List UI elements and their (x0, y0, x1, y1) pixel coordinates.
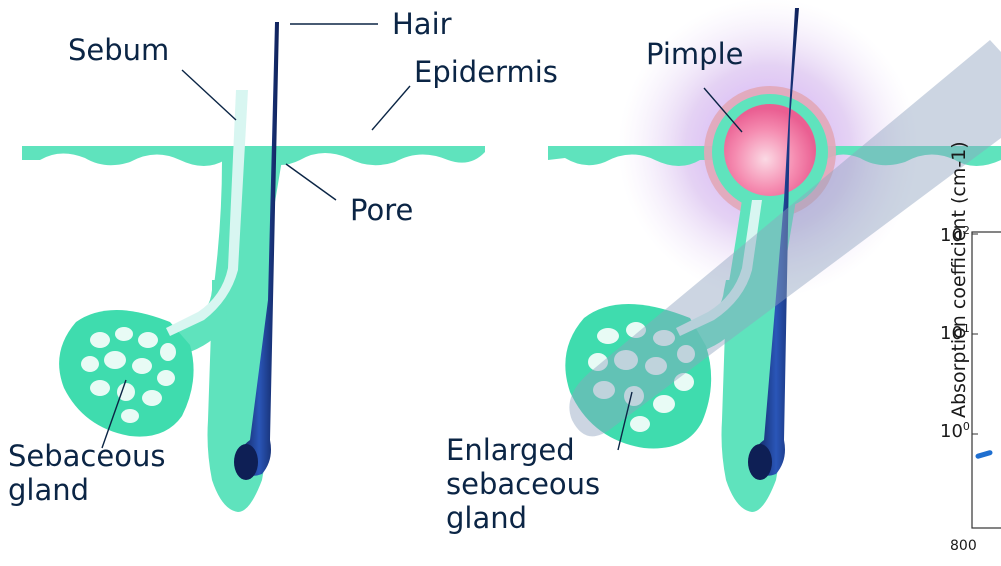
enlarged-gland-label: Enlarged sebaceous gland (446, 434, 600, 536)
inflamed-follicle (548, 0, 1001, 512)
sebaceous-gland-line1: Sebaceous (8, 440, 165, 474)
y-tick-base: 10 (940, 421, 963, 442)
y-tick-label-low: 100 (940, 420, 970, 442)
y-tick-exp: 2 (963, 224, 970, 237)
enlarged-gland-line3: gland (446, 502, 600, 536)
hair-label: Hair (392, 8, 452, 42)
y-tick-base: 10 (940, 225, 963, 246)
pore-label: Pore (350, 194, 413, 228)
y-tick-exp: 0 (963, 420, 970, 433)
y-tick-label-top: 102 (940, 224, 970, 246)
enlarged-gland-line2: sebaceous (446, 468, 600, 502)
hair-bulb-right (748, 444, 772, 480)
x-tick-label-800: 800 (950, 538, 977, 554)
sebaceous-gland-line2: gland (8, 474, 165, 508)
y-tick-exp: 1 (963, 322, 970, 335)
y-tick-label-mid: 101 (940, 322, 970, 344)
sebum-leader (182, 70, 236, 120)
pimple-core (724, 104, 816, 196)
pimple-label: Pimple (646, 38, 743, 72)
enlarged-gland-line1: Enlarged (446, 434, 600, 468)
epidermis-leader (372, 86, 410, 130)
absorption-chart (972, 232, 1001, 528)
absorption-series-line (978, 453, 990, 457)
y-tick-base: 10 (940, 323, 963, 344)
pore-leader (286, 164, 336, 200)
sebaceous-gland-label: Sebaceous gland (8, 440, 165, 508)
hair-bulb-left (234, 444, 258, 480)
epidermis-label: Epidermis (414, 56, 558, 90)
sebum-label: Sebum (68, 34, 169, 68)
chart-y-axis-label: Absorption coefficient (cm-1) (948, 141, 970, 418)
chart-plot-area (972, 232, 1001, 528)
